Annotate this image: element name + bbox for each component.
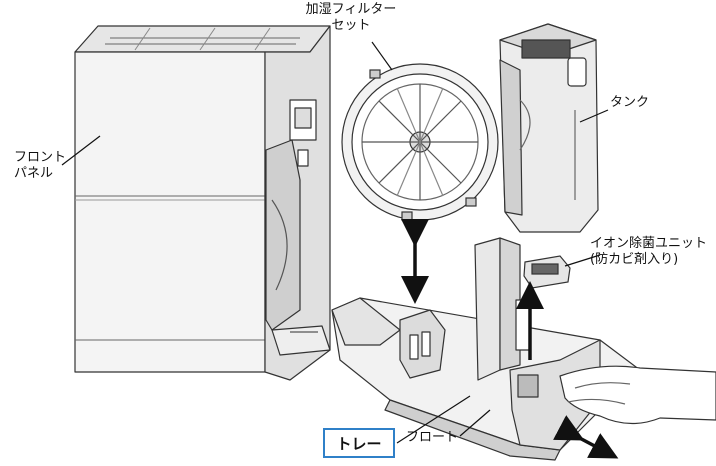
front-panel-label-line2: パネル <box>14 166 54 181</box>
front-panel-label-line1: フロント <box>14 150 67 165</box>
leader-lines <box>61 41 609 444</box>
tray <box>331 237 641 461</box>
diagonal-double-arrow-icon <box>553 415 619 459</box>
humidify-filter-label-line1: 加湿フィルター <box>305 2 397 17</box>
front-panel-label: フロント パネル <box>14 150 66 182</box>
ion-unit-label: イオン除菌ユニット (防カビ剤入り) <box>590 236 707 268</box>
humidify-filter-label-line2: セット <box>331 18 371 33</box>
humidify-filter-label: 加湿フィルター セット <box>286 2 416 34</box>
tray-label: トレー <box>323 428 395 458</box>
humidifier-body <box>74 25 331 381</box>
water-tank <box>499 23 599 233</box>
float-label: フロート <box>406 430 459 445</box>
tank-label: タンク <box>610 95 650 110</box>
ion-unit-label-line1: イオン除菌ユニット <box>590 236 708 251</box>
hand <box>559 365 716 425</box>
ion-unit <box>523 255 571 289</box>
ion-unit-label-line2: (防カビ剤入り) <box>590 252 679 267</box>
humidify-filter <box>341 63 499 221</box>
